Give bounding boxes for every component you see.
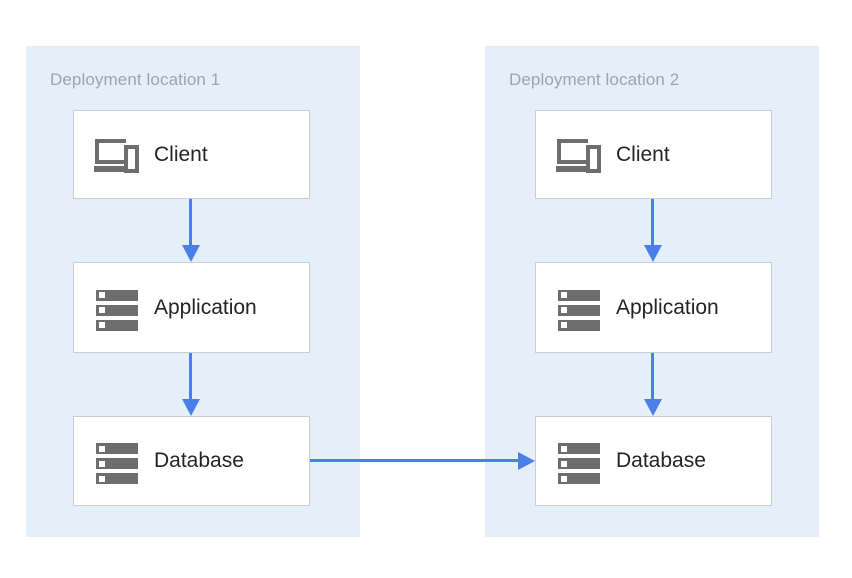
node-database-2-label: Database	[616, 449, 706, 472]
node-database-2[interactable]: Database	[535, 416, 772, 506]
arrow-client-1-to-application-1	[182, 199, 200, 262]
arrow-database-1-to-database-2	[310, 452, 535, 470]
zone-2-label: Deployment location 2	[509, 70, 680, 89]
server-stack-icon	[94, 438, 140, 484]
node-client-1[interactable]: Client	[73, 110, 310, 199]
client-devices-icon	[94, 132, 140, 178]
server-stack-icon	[556, 438, 602, 484]
node-application-1-label: Application	[154, 295, 257, 319]
node-client-1-label: Client	[154, 142, 208, 166]
node-application-1[interactable]: Application	[73, 262, 310, 353]
node-application-2[interactable]: Application	[535, 262, 772, 353]
node-client-2[interactable]: Client	[535, 110, 772, 199]
arrow-application-2-to-database-2	[644, 353, 662, 416]
server-stack-icon	[556, 285, 602, 331]
arrow-client-2-to-application-2	[644, 199, 662, 262]
client-devices-icon	[556, 132, 602, 178]
server-stack-icon	[94, 285, 140, 331]
node-database-1-label: Database	[154, 449, 244, 472]
zone-1-label: Deployment location 1	[50, 70, 221, 89]
node-application-2-label: Application	[616, 295, 719, 319]
arrow-application-1-to-database-1	[182, 353, 200, 416]
node-database-1[interactable]: Database	[73, 416, 310, 506]
node-client-2-label: Client	[616, 142, 670, 166]
